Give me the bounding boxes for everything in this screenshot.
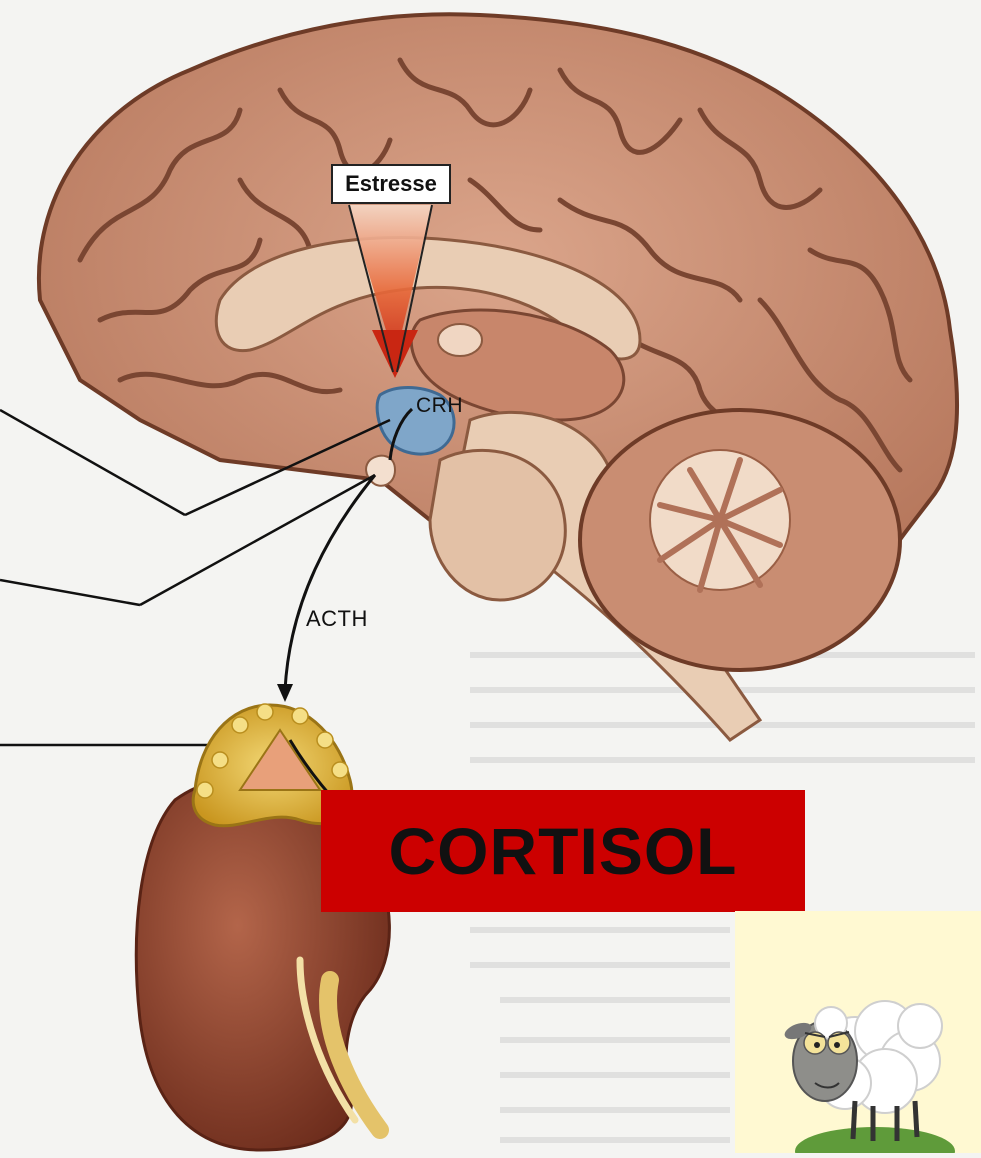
acth-arrow [277,475,375,702]
brain [39,14,957,740]
acth-label: ACTH [306,606,368,632]
cortisol-banner: CORTISOL [321,790,805,912]
sheep-cartoon-panel [735,911,981,1153]
sheep-icon [735,911,981,1153]
stress-label: Estresse [331,164,451,204]
crh-label: CRH [416,394,463,418]
cortisol-label: CORTISOL [389,813,738,889]
